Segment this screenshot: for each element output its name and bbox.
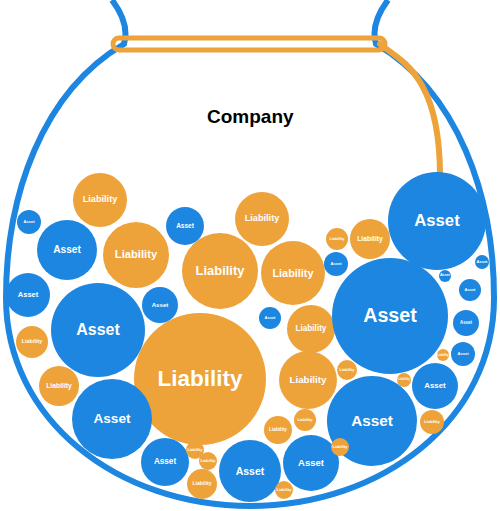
circle-label: Liability: [158, 368, 243, 390]
balance-circle: Asset: [332, 258, 448, 374]
balance-circle: Liability: [287, 305, 335, 353]
balance-circle: Liability: [16, 326, 48, 358]
circle-label: Liability: [289, 375, 326, 385]
balance-circle: Asset: [259, 307, 281, 329]
circle-label: Liability: [339, 368, 354, 372]
balance-circle: Liability: [337, 360, 357, 380]
circle-label: Liability: [398, 378, 410, 381]
balance-circle: Liability: [264, 416, 292, 444]
balance-circle: Liability: [294, 409, 316, 431]
balance-circle: Asset: [37, 220, 97, 280]
circle-label: Liability: [424, 420, 439, 424]
balance-circle: Asset: [6, 273, 50, 317]
circle-label: Liability: [272, 268, 313, 279]
circle-label: Asset: [477, 260, 488, 264]
balance-circle: Liability: [279, 351, 337, 409]
jar-body: [6, 0, 494, 506]
circle-label: Liability: [22, 339, 43, 344]
circle-label: Liability: [200, 459, 215, 463]
circle-label: Liability: [245, 214, 280, 223]
circle-label: Asset: [351, 413, 393, 428]
balance-circle: Liability: [187, 469, 217, 499]
circle-label: Asset: [457, 352, 468, 356]
balance-circle: Asset: [388, 172, 486, 270]
circle-label: Liability: [187, 448, 202, 452]
circle-label: Asset: [23, 220, 34, 224]
balance-circle: Liability: [275, 481, 293, 499]
balance-circle: Liability: [331, 438, 349, 456]
balance-circle: Liability: [437, 349, 449, 361]
circle-label: Liability: [115, 249, 157, 260]
balance-circle: Liability: [199, 452, 217, 470]
circle-label: Asset: [460, 321, 472, 325]
balance-circle: Liability: [39, 366, 79, 406]
balance-circle: Asset: [475, 255, 489, 269]
diagram-title: Company: [207, 106, 294, 128]
balance-circle: Asset: [453, 310, 479, 336]
balance-circle: Asset: [72, 379, 152, 459]
circle-label: Asset: [18, 291, 38, 298]
circle-label: Asset: [154, 458, 176, 466]
circle-label: Asset: [330, 262, 341, 266]
circle-label: Asset: [363, 306, 417, 326]
balance-circle: Liability: [350, 219, 390, 259]
balance-circle: Liability: [182, 233, 258, 309]
balance-circle: Liability: [134, 313, 266, 445]
circle-label: Liability: [332, 445, 347, 449]
circle-label: Asset: [93, 412, 130, 426]
circle-label: Asset: [298, 458, 324, 468]
balance-circle: Asset: [451, 342, 475, 366]
circle-label: Asset: [424, 382, 445, 390]
circle-label: Asset: [236, 466, 265, 477]
balance-circle: Asset: [324, 252, 348, 276]
circle-label: Liability: [192, 481, 211, 486]
circle-label: Asset: [76, 322, 120, 338]
balance-circle: Liability: [73, 173, 127, 227]
balance-circle: Asset: [459, 279, 481, 301]
balance-circle: Asset: [17, 210, 41, 234]
balance-circle: Liability: [261, 241, 325, 305]
circle-label: Liability: [83, 195, 118, 204]
circle-label: Liability: [437, 354, 448, 357]
balance-circle: Asset: [219, 440, 281, 502]
neck-tie: [113, 38, 385, 50]
balance-circle: Liability: [326, 228, 348, 250]
circle-label: Asset: [265, 316, 276, 320]
circle-label: Asset: [176, 223, 194, 229]
balance-circle: Asset: [51, 283, 145, 377]
circle-label: Liability: [297, 418, 312, 422]
circle-label: Liability: [46, 383, 72, 390]
circle-label: Liability: [296, 325, 327, 333]
circle-label: Asset: [440, 274, 450, 278]
balance-circle: Liability: [235, 192, 289, 246]
circle-label: Liability: [329, 237, 344, 241]
circle-label: Asset: [152, 302, 169, 308]
circle-label: Asset: [465, 288, 476, 292]
circle-label: Asset: [414, 213, 459, 230]
circle-label: Liability: [196, 265, 245, 278]
circle-label: Asset: [53, 245, 81, 255]
circle-label: Liability: [357, 236, 383, 243]
balance-circle: Asset: [141, 438, 189, 486]
tie-string: [380, 44, 440, 176]
balance-circle: Asset: [412, 363, 458, 409]
circle-label: Liability: [276, 488, 291, 492]
balance-circle: Asset: [439, 270, 451, 282]
balance-circle: Liability: [420, 410, 444, 434]
balance-circle: Liability: [103, 222, 169, 288]
circle-label: Liability: [269, 428, 287, 433]
